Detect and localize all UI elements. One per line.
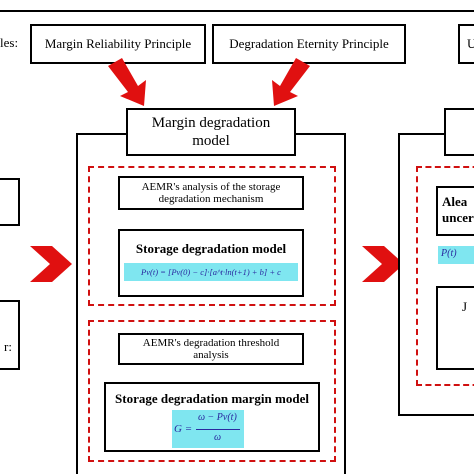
red-arrow-left (108, 58, 146, 106)
right-principle-text: U (467, 36, 474, 51)
right-aleatory-line2: uncer (442, 210, 474, 225)
left-box-top (0, 178, 20, 226)
red-arrow-right (272, 58, 310, 106)
right-aleatory-line1: Alea (442, 194, 468, 209)
left-box-bottom-text: r: (4, 339, 12, 354)
dashed-group-threshold (88, 320, 336, 462)
right-aleatory-box: Alea uncer (436, 186, 474, 236)
margin-formula-denominator: ω (214, 432, 222, 443)
aemr-mechanism-analysis: AEMR's analysis of the storage degradati… (118, 176, 304, 210)
right-bottom-text: J (462, 299, 468, 314)
storage-degradation-model-title: Storage degradation model (135, 241, 287, 256)
red-chevron-left (30, 246, 72, 282)
right-principle-fragment: U (458, 24, 474, 64)
margin-formula-fraction-bar (196, 429, 240, 430)
aemr-threshold-analysis: AEMR's degradation threshold analysis (118, 333, 304, 365)
margin-reliability-principle: Margin Reliability Principle (30, 24, 206, 64)
margin-formula-numerator: ω − Pv(t) (198, 412, 237, 423)
right-formula-fragment: P(t) (438, 246, 474, 264)
principles-label: les: (0, 35, 19, 50)
red-chevron-right (362, 246, 404, 282)
margin-formula: G = ω − Pv(t) ω (172, 410, 244, 448)
margin-formula-lhs: G = (174, 423, 193, 435)
top-rule (0, 10, 474, 12)
right-dashed-group (416, 166, 474, 386)
storage-degradation-formula: Pv(t) = [Pv(0) − c]·[a^t·ln(t+1) + b] + … (124, 263, 298, 281)
right-panel-title-box (444, 108, 474, 156)
dashed-group-mechanism (88, 166, 336, 306)
left-box-bottom: r: (0, 300, 20, 370)
degradation-eternity-principle: Degradation Eternity Principle (212, 24, 406, 64)
right-bottom-box: J (436, 286, 474, 370)
center-panel-title: Margin degradation model (126, 108, 296, 156)
storage-degradation-margin-model-title: Storage degradation margin model (115, 391, 309, 406)
